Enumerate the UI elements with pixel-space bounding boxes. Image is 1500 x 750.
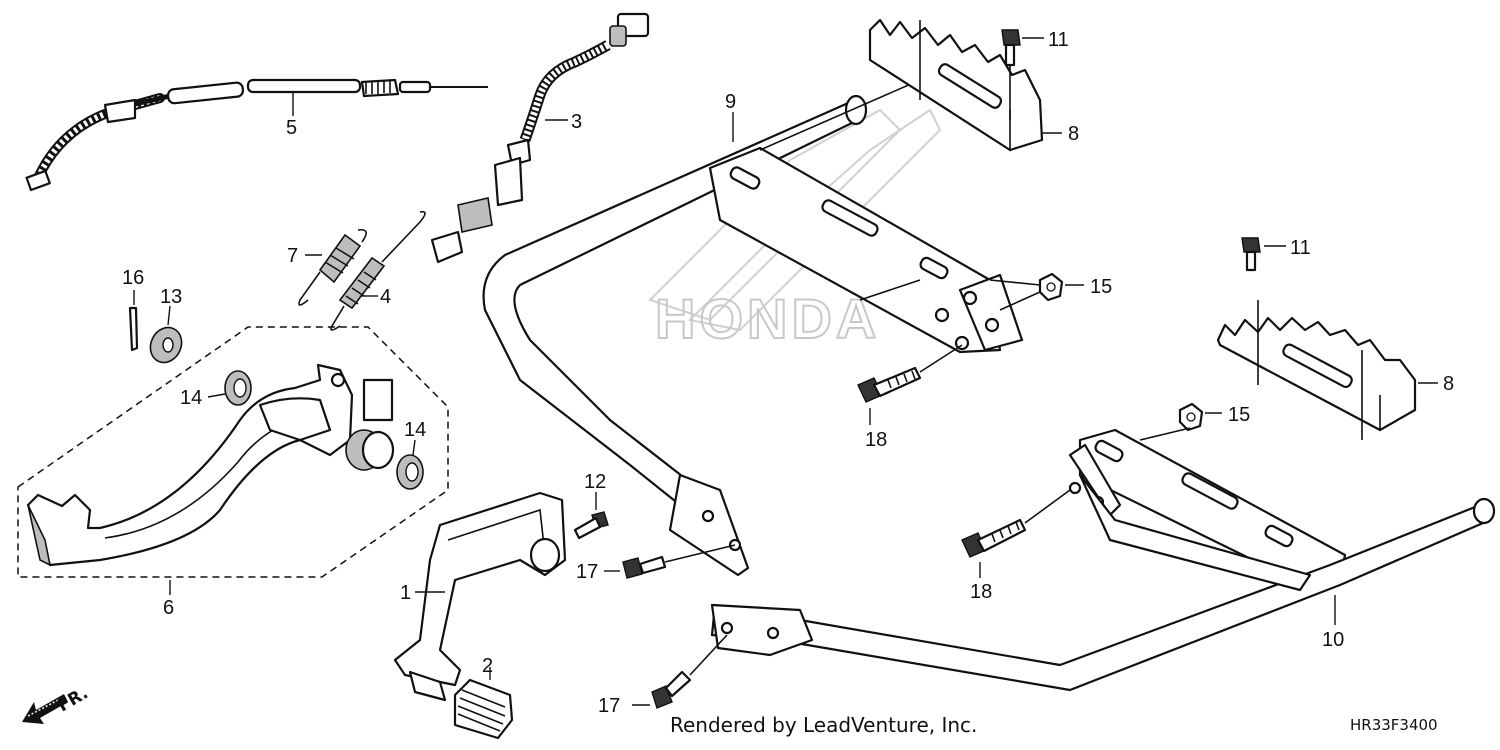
callout-2: 2 [482,655,493,677]
callout-14b: 14 [404,419,426,441]
part-15-nut-upper[interactable] [1038,272,1064,302]
part-4-spring[interactable] [330,210,426,331]
callout-9: 9 [725,91,736,113]
callout-3: 3 [571,111,582,133]
part-12-bolt[interactable] [573,511,609,540]
callout-6: 6 [163,597,174,619]
part-14-bushing-lower[interactable] [396,454,424,490]
callout-5: 5 [286,117,297,139]
callout-11b: 11 [1290,237,1311,259]
part-5-cable[interactable] [25,78,488,192]
callout-13: 13 [160,286,182,308]
callout-10: 10 [1322,629,1344,651]
part-3-switch[interactable] [430,12,650,264]
part-2-pedal-rubber[interactable] [453,678,514,740]
part-18-bolt-upper[interactable] [857,366,922,403]
callout-17a: 17 [576,561,598,583]
part-9-footrest-bar[interactable] [482,79,1024,577]
callout-15a: 15 [1090,276,1112,298]
part-16-pin[interactable] [128,306,139,352]
callout-15b: 15 [1228,404,1250,426]
render-credit: Rendered by LeadVenture, Inc. [670,713,977,737]
callout-18b: 18 [970,581,992,603]
callout-12: 12 [584,471,606,493]
callout-14a: 14 [180,387,202,409]
part-17-bolt-upper[interactable] [622,555,667,579]
part-11-bolt-upper[interactable] [1001,29,1021,67]
part-8-footpeg-upper[interactable] [868,18,1044,152]
part-15-nut-right[interactable] [1178,402,1204,432]
assembly-6-outline [17,326,449,578]
part-17-bolt-lower[interactable] [651,670,692,709]
diagram-code: HR33F3400 [1350,716,1438,734]
watermark-text: HONDA [655,287,880,350]
part-1-brake-arm[interactable] [393,491,567,702]
callout-4: 4 [380,286,391,308]
callout-11a: 11 [1048,29,1069,51]
callout-8a: 8 [1068,123,1079,145]
part-13-washer[interactable] [145,322,187,367]
part-11-bolt-right[interactable] [1241,237,1261,272]
front-direction-label: FR. [55,683,92,716]
front-direction-arrow-icon [22,694,68,724]
part-14-bushing-upper[interactable] [224,370,252,406]
callout-16: 16 [122,267,144,289]
callout-17b: 17 [598,695,620,717]
part-6-pedal-assembly[interactable] [26,363,395,567]
callout-8b: 8 [1443,373,1454,395]
callout-7: 7 [287,245,298,267]
part-18-bolt-lower[interactable] [961,518,1027,558]
part-8-footpeg-right[interactable] [1216,300,1417,440]
part-7-spring[interactable] [298,228,367,306]
part-10-footrest-bar[interactable] [710,428,1496,692]
callout-1: 1 [400,582,411,604]
callout-18a: 18 [865,429,887,451]
